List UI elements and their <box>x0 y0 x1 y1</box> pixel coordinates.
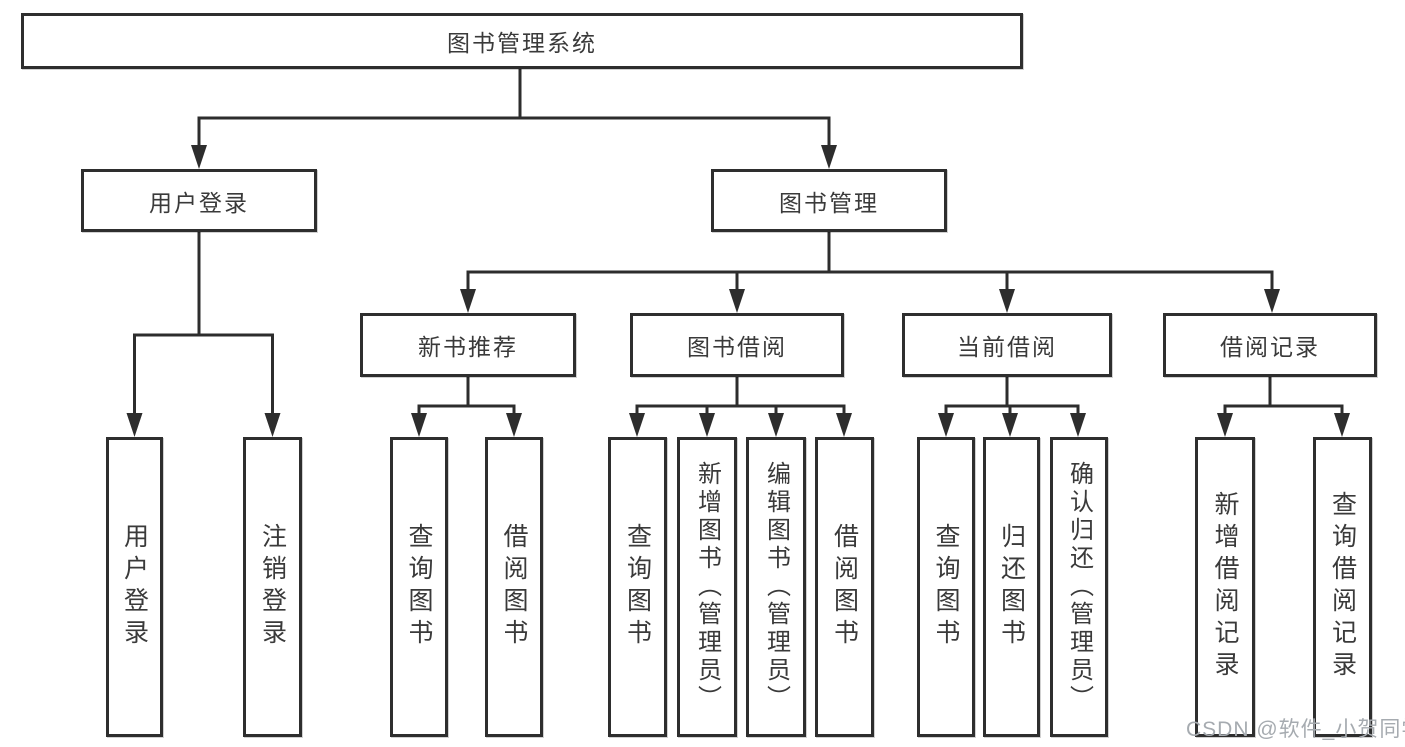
leaf-borrow-edit-books-admin: 编辑图书（管理员） <box>746 437 806 737</box>
node-new-book-recommend: 新书推荐 <box>360 313 576 377</box>
node-borrow-records: 借阅记录 <box>1163 313 1377 377</box>
leaf-records-query-record: 查询借阅记录 <box>1313 437 1372 737</box>
leaf-current-return-books: 归还图书 <box>983 437 1040 737</box>
leaf-borrow-query-books: 查询图书 <box>608 437 667 737</box>
connector-borrow-children <box>629 377 852 437</box>
connector-user-login-children <box>126 232 281 437</box>
connector-book-mgmt-children <box>460 232 1280 313</box>
csdn-watermark: CSDN @软件_小贺同学 <box>1186 718 1405 741</box>
leaf-current-query-books: 查询图书 <box>917 437 975 737</box>
leaf-borrow-add-books-admin: 新增图书（管理员） <box>677 437 737 737</box>
connector-new-book-children <box>411 377 522 437</box>
node-library-management-system: 图书管理系统 <box>21 13 1023 69</box>
node-user-login: 用户登录 <box>81 169 317 232</box>
leaf-records-add-record: 新增借阅记录 <box>1195 437 1255 737</box>
leaf-user-login: 用户登录 <box>106 437 163 737</box>
leaf-logout-login: 注销登录 <box>243 437 302 737</box>
connector-current-children <box>938 377 1086 437</box>
connector-records-children <box>1217 377 1350 437</box>
connector-root-to-level2 <box>191 69 837 169</box>
leaf-borrow-borrow-books: 借阅图书 <box>815 437 874 737</box>
leaf-current-confirm-return-admin: 确认归还（管理员） <box>1050 437 1108 737</box>
node-book-borrow: 图书借阅 <box>630 313 844 377</box>
leaf-newbook-borrow-books: 借阅图书 <box>485 437 543 737</box>
leaf-newbook-query-books: 查询图书 <box>390 437 448 737</box>
node-book-management: 图书管理 <box>711 169 947 232</box>
node-current-borrow: 当前借阅 <box>902 313 1112 377</box>
